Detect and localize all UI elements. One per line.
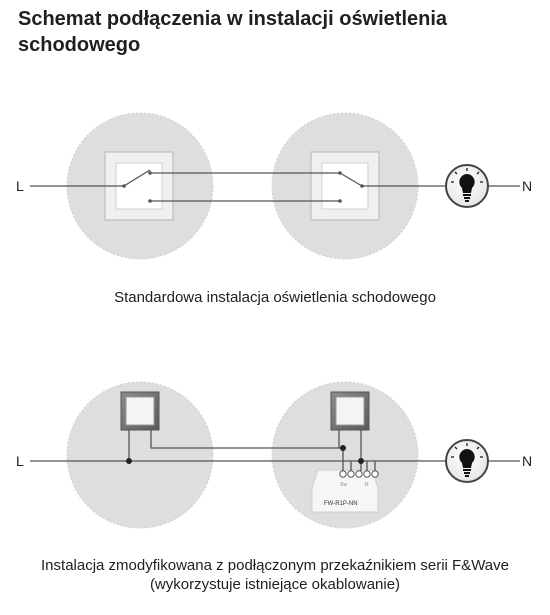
svg-text:Sw: Sw (340, 482, 347, 488)
light-bulb-icon-modified (445, 439, 489, 483)
label-n-standard: N (522, 178, 532, 194)
caption-modified-line1: Instalacja zmodyfikowana z podłączonym p… (41, 557, 509, 574)
standard-installation-diagram: L N (16, 112, 532, 260)
contact-points-standard (122, 171, 364, 203)
label-n-modified: N (522, 453, 532, 469)
label-l-modified: L (16, 453, 24, 469)
wall-box-left-modified (66, 381, 214, 529)
light-bulb-icon (445, 164, 489, 208)
svg-text:R: R (365, 482, 369, 488)
label-l-standard: L (16, 178, 24, 194)
relay-module: Sw R FW-R1P-NN (311, 469, 379, 513)
modified-installation-diagram: Sw R FW-R1P-NN (16, 381, 532, 529)
wiring-standard (30, 169, 520, 202)
wiring-modified (30, 430, 520, 471)
page-title: Schemat podłączenia w instalacji oświetl… (18, 8, 448, 56)
caption-modified-line2: (wykorzystuje istniejące okablowanie) (149, 576, 401, 593)
relay-model-label: FW-R1P-NN (324, 501, 358, 507)
caption-standard: Standardowa instalacja oświetlenia schod… (114, 289, 436, 306)
junction-points-modified (126, 445, 364, 464)
push-button-left (120, 391, 160, 431)
caption-modified: Instalacja zmodyfikowana z podłączonym p… (0, 556, 550, 594)
push-button-right (330, 391, 370, 431)
wall-box-right-modified (271, 381, 419, 529)
